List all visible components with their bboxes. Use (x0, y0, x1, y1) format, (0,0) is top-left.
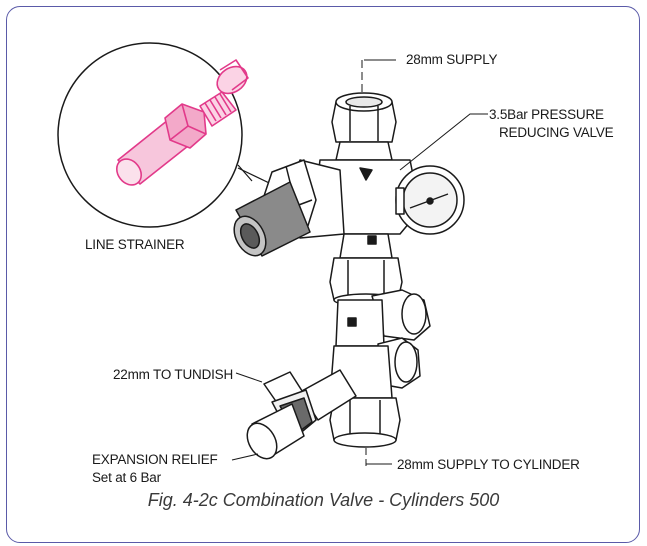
expansion-relief-label-line1: EXPANSION RELIEF (92, 452, 218, 467)
figure-frame (6, 6, 640, 543)
leader-lines (231, 59, 488, 470)
supply-label: 28mm SUPPLY (406, 52, 498, 67)
prv-label-line1: 3.5Bar PRESSURE (489, 107, 604, 122)
tundish-label: 22mm TO TUNDISH (113, 367, 234, 382)
figure-caption: Fig. 4-2c Combination Valve - Cylinders … (147, 490, 500, 510)
line-strainer-label: LINE STRAINER (85, 237, 185, 252)
prv-label-line2: REDUCING VALVE (499, 125, 614, 140)
expansion-relief-label-line2: Set at 6 Bar (92, 470, 161, 485)
cylinder-supply-label: 28mm SUPPLY TO CYLINDER (397, 457, 580, 472)
valve-body (233, 92, 465, 460)
line-strainer-detail (57, 42, 291, 228)
